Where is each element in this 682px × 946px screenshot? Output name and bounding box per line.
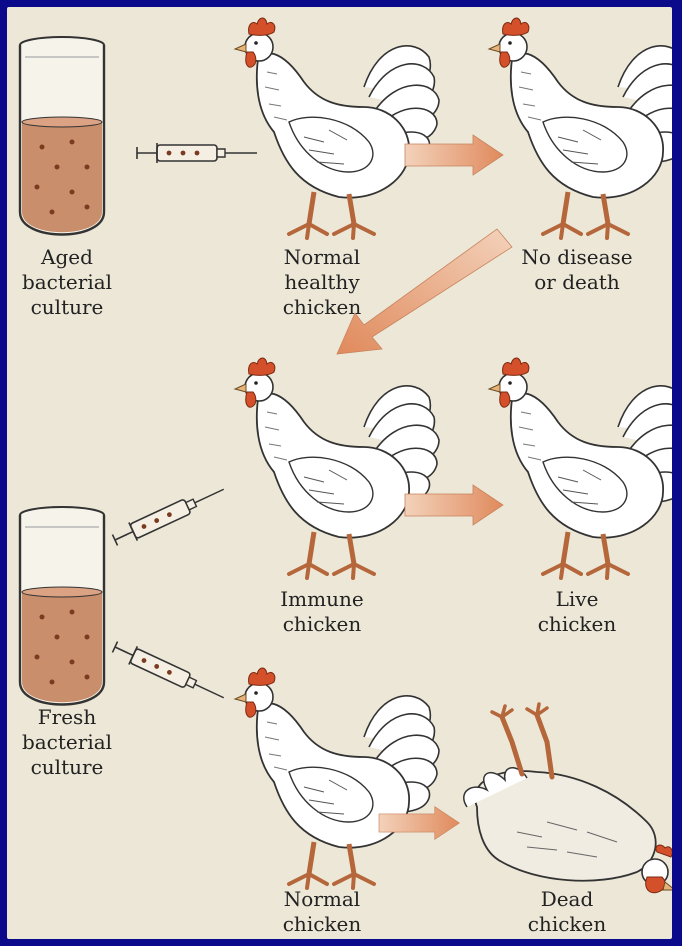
diagram-art [7,7,672,939]
immune-chicken-illustration [235,358,439,578]
diagram-panel: Aged bacterial culture Normal healthy ch… [7,7,672,939]
syringe-fresh-immune [111,480,228,549]
label-live-chicken: Live chicken [522,587,632,637]
aged-culture-tube [20,37,104,235]
fresh-culture-tube [20,507,104,705]
label-dead-chicken: Dead chicken [512,887,622,937]
syringe-fresh-normal [111,638,228,707]
label-fresh-culture: Fresh bacterial culture [12,705,122,780]
no-disease-chicken-illustration [489,18,672,238]
label-no-disease: No disease or death [507,245,647,295]
label-aged-culture: Aged bacterial culture [12,245,122,320]
label-normal-healthy-chicken: Normal healthy chicken [262,245,382,320]
label-normal-chicken: Normal chicken [262,887,382,937]
dead-chicken-illustration [464,704,672,893]
live-chicken-illustration [489,358,672,578]
label-immune-chicken: Immune chicken [262,587,382,637]
normal-healthy-chicken-illustration [235,18,439,238]
normal-chicken-illustration [235,668,439,888]
syringe-aged-injection [137,143,257,163]
